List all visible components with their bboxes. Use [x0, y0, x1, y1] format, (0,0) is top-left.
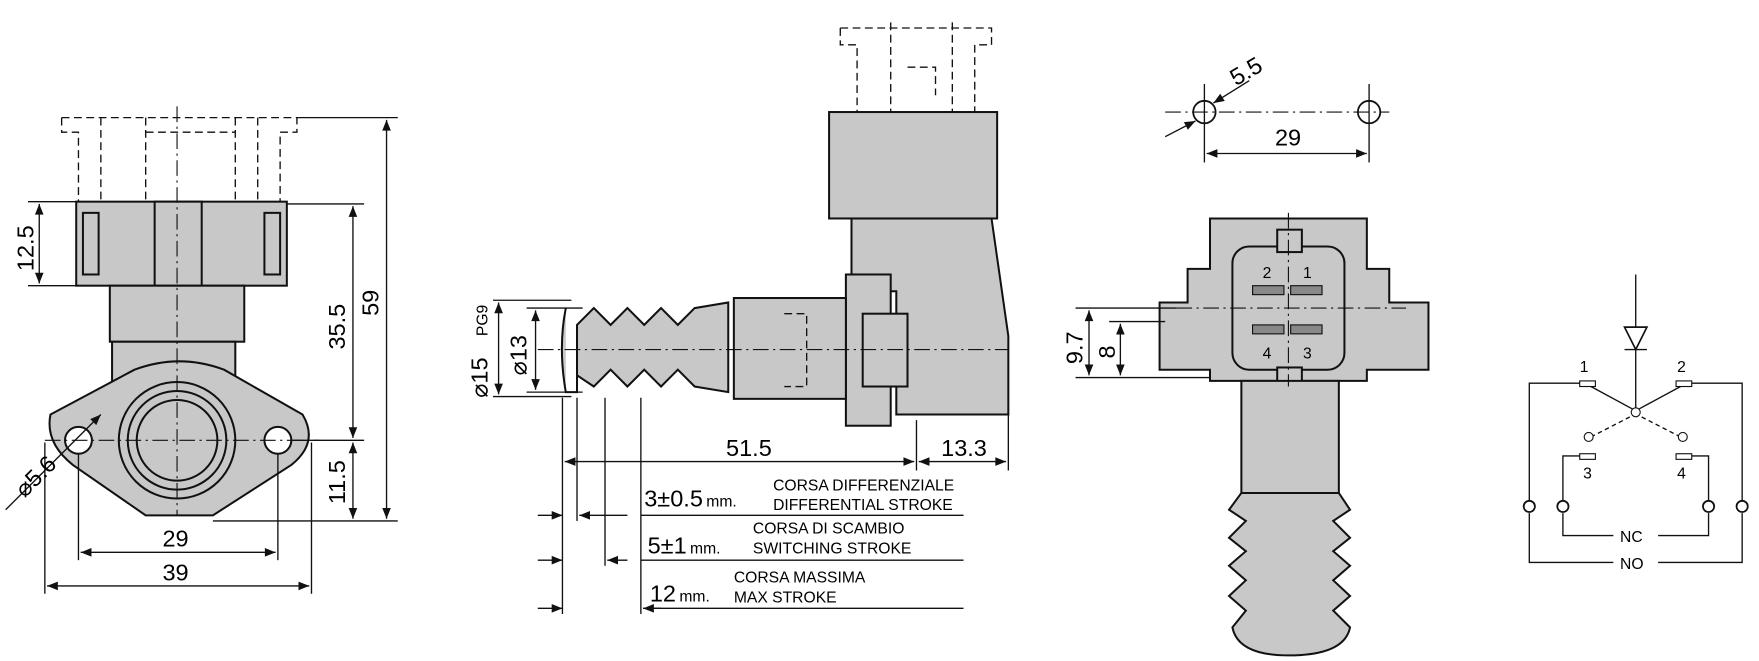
svg-text:3±0.5mm.: 3±0.5mm. — [644, 485, 737, 511]
no-label: NO — [1620, 556, 1644, 573]
stroke-label-it: CORSA MASSIMA — [734, 570, 866, 587]
terminal-2: 2 — [1677, 359, 1686, 376]
dim-pg9: PG9 — [474, 305, 491, 336]
stroke-label-en: MAX STROKE — [734, 590, 837, 607]
dim-12-5: 12.5 — [13, 225, 39, 271]
stroke-label-en: DIFFERENTIAL STROKE — [773, 497, 953, 514]
dim-8: 8 — [1094, 345, 1120, 358]
svg-text:5±1mm.: 5±1mm. — [648, 532, 721, 558]
dim-29: 29 — [162, 526, 188, 552]
nc-label: NC — [1620, 529, 1643, 546]
dim-dia-15: ⌀15 — [466, 357, 492, 397]
mounting-holes: 5.5 29 — [1164, 52, 1390, 163]
stroke-value: 12 — [650, 581, 676, 607]
dim-11-5: 11.5 — [324, 460, 350, 504]
dim-spacing-29: 29 — [1275, 125, 1301, 151]
terminal-4: 4 — [1677, 465, 1686, 482]
dim-9-7: 9.7 — [1061, 331, 1087, 364]
dim-39: 39 — [162, 559, 188, 585]
dim-51-5: 51.5 — [726, 435, 772, 461]
pin-2: 2 — [1263, 265, 1272, 282]
stroke-value: 5±1 — [648, 532, 687, 558]
dim-dia-13: ⌀13 — [506, 335, 532, 375]
stroke-value: 3±0.5 — [644, 485, 703, 511]
connector-view: 2 1 4 3 9.7 8 — [1061, 212, 1430, 657]
dim-hole-5-5: 5.5 — [1225, 52, 1266, 91]
pin-3: 3 — [1303, 346, 1312, 363]
side-view: 12.5 35.5 59 11.5 29 39 ⌀5.6 — [5, 106, 398, 594]
terminal-1: 1 — [1580, 359, 1589, 376]
dim-hole-5-6: ⌀5.6 — [10, 451, 62, 503]
stroke-label-it: CORSA DIFFERENZIALE — [773, 478, 954, 495]
pin-1: 1 — [1303, 265, 1312, 282]
stroke-label-it: CORSA DI SCAMBIO — [753, 520, 905, 537]
dim-13-3: 13.3 — [941, 435, 987, 461]
diode-icon — [1623, 326, 1649, 352]
terminal-3: 3 — [1583, 465, 1592, 482]
dim-35-5: 35.5 — [324, 304, 350, 350]
stroke-label-en: SWITCHING STROKE — [753, 540, 911, 557]
pin-4: 4 — [1263, 346, 1272, 363]
dim-59: 59 — [358, 290, 384, 316]
switch-schematic: 1 2 3 4 NC NO — [1522, 274, 1749, 573]
